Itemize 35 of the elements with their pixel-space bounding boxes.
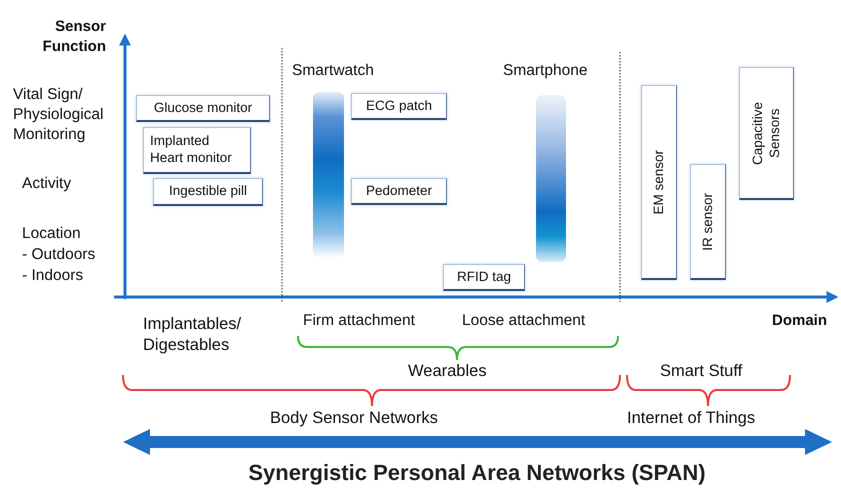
- sensor-box: [153, 178, 263, 206]
- category-label: - Indoors: [22, 266, 84, 286]
- sensor-box: [443, 264, 525, 291]
- category-label: Vital Sign/ Physiological Monitoring: [13, 85, 104, 146]
- category-label: Location: [22, 224, 81, 244]
- sensor-name: Glucose monitor: [154, 100, 252, 116]
- sensor-name: Ingestible pill: [168, 183, 248, 200]
- sensor-name: EM sensor: [650, 150, 667, 214]
- sensor-box: [739, 67, 794, 200]
- group-label: Firm attachment: [303, 311, 415, 331]
- sensor-name: IR sensor: [700, 192, 716, 250]
- category-label: Activity: [22, 174, 72, 194]
- axis-title: Sensor Function: [42, 17, 106, 56]
- group-label: Body Sensor Networks: [270, 408, 438, 429]
- sensor-box: [143, 127, 251, 174]
- sensor-box: [136, 95, 270, 122]
- sensor-name: Implanted Heart monitor: [150, 133, 233, 167]
- category-label: - Outdoors: [22, 245, 96, 265]
- sensor-name: Pedometer: [366, 182, 432, 200]
- device-label: Smartwatch: [292, 62, 374, 80]
- sensor-box: [690, 164, 726, 280]
- group-label: Wearables: [408, 361, 487, 382]
- group-label: Smart Stuff: [660, 361, 742, 382]
- sensor-name: ECG patch: [366, 98, 432, 114]
- sensor-box: [351, 93, 447, 120]
- sensor-box: [641, 85, 677, 280]
- group-label: Implantables/ Digestables: [143, 314, 242, 356]
- axis-title: Domain: [772, 311, 828, 330]
- sensor-name: Capacitive Sensors: [750, 100, 782, 167]
- device-label: Smartphone: [503, 62, 588, 80]
- diagram-title: Synergistic Personal Area Networks (SPAN): [247, 460, 707, 486]
- group-label: Loose attachment: [462, 311, 586, 331]
- sensor-name: RFID tag: [456, 268, 511, 286]
- group-label: Internet of Things: [627, 408, 756, 429]
- sensor-box: [351, 178, 447, 205]
